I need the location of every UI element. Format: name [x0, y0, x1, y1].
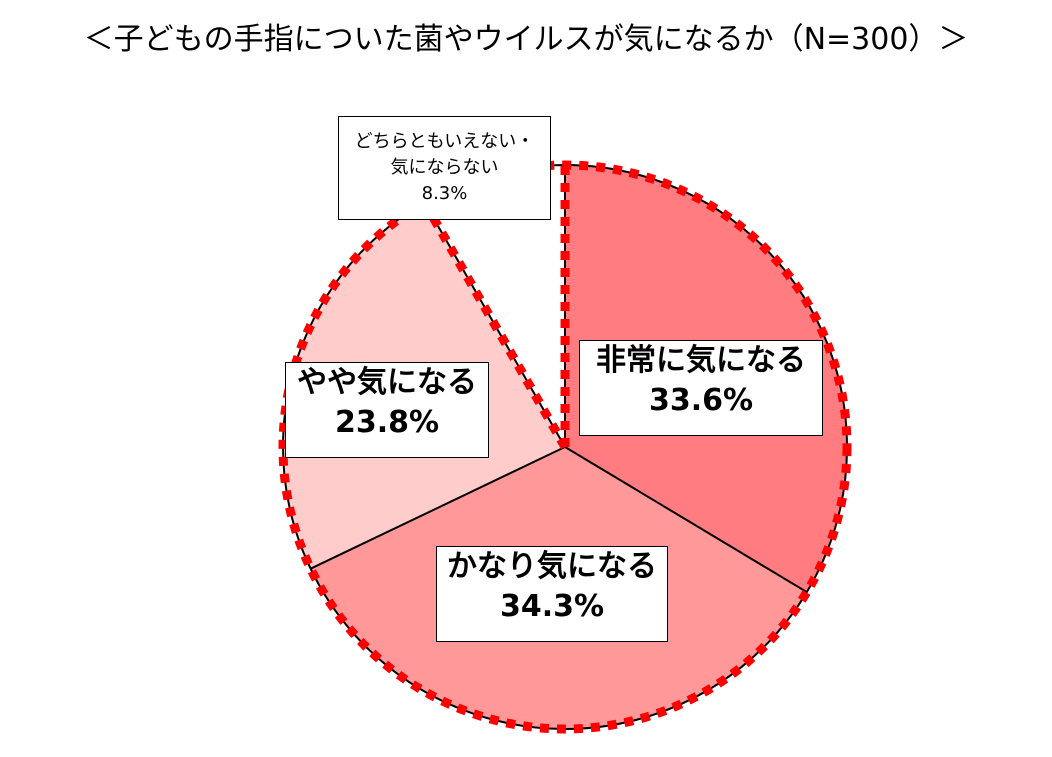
slice-label-quite-concerned-text: かなり気になる	[447, 549, 657, 584]
slice-separator	[564, 446, 808, 593]
pie-slice-neutral-not-concerned	[424, 165, 565, 447]
slice-label-quite-concerned-value: 34.3%	[499, 589, 605, 624]
slice-label-quite-concerned: かなり気になる 34.3%	[436, 546, 668, 642]
slice-label-somewhat-concerned-text: やや気になる	[297, 365, 477, 400]
slice-label-neutral-value: 8.3%	[421, 183, 468, 204]
slice-separator	[310, 446, 566, 570]
slice-label-somewhat-concerned: やや気になる 23.8%	[285, 362, 489, 458]
slice-label-neutral-line1: どちらともいえない・	[354, 131, 535, 152]
highlight-dotted-radius	[420, 200, 569, 450]
chart-title: ＜子どもの手指についた菌やウイルスが気になるか（N=300）＞	[83, 22, 969, 57]
slice-label-very-concerned: 非常に気になる 33.6%	[579, 340, 823, 436]
slice-label-somewhat-concerned-value: 23.8%	[334, 405, 440, 440]
slice-label-neutral-line2: 気にならない	[390, 157, 499, 178]
slice-label-very-concerned-value: 33.6%	[648, 383, 754, 418]
slice-label-neutral-not-concerned: どちらともいえない・ 気にならない 8.3%	[338, 116, 551, 220]
slice-label-very-concerned-text: 非常に気になる	[596, 343, 806, 378]
highlight-dotted-outline	[278, 160, 852, 734]
